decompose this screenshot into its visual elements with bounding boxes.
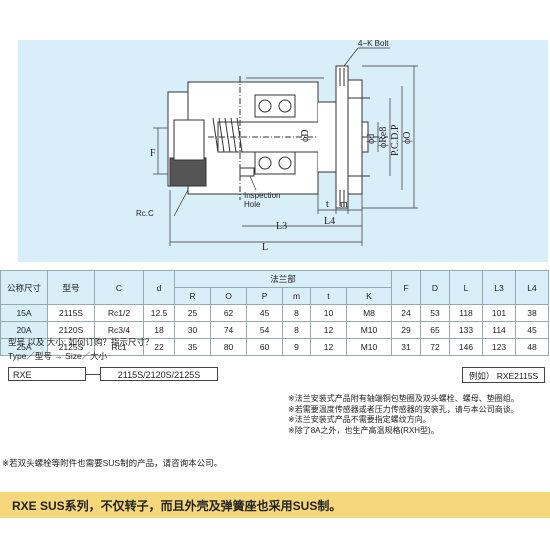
header-flange: 法兰部	[174, 270, 392, 288]
cell-size: 15A	[0, 304, 48, 322]
cell-o: 62	[210, 304, 248, 322]
cell-model: 2125S	[47, 338, 95, 356]
re-label: ϕRe8	[378, 127, 389, 148]
cell-m: 9	[282, 338, 311, 356]
table-row: 25A 2125S Rc1 22 35 80 60 9 12 M10 31 72…	[0, 338, 549, 356]
cell-r: 25	[173, 304, 212, 322]
header-o: O	[210, 287, 248, 305]
header-F: F	[391, 270, 421, 305]
note-item: ※除了8A之外，也生产高温规格(RXH型)。	[288, 425, 439, 435]
header-r: R	[173, 287, 212, 305]
example-box: 例如） RXE2115S	[462, 367, 545, 383]
m-label: m	[340, 199, 348, 210]
l-label: L	[262, 242, 268, 253]
model-code-diagram: RXE 2115S/2120S/2125S	[8, 365, 308, 385]
cell-F: 24	[391, 304, 421, 322]
note-item: ※若需要温度传感器或者压力传感器的安装孔，请与本公司商谈。	[288, 404, 519, 414]
order-format: Type／型号 → Size／大小	[8, 351, 108, 361]
rc-label: Rc.C	[136, 209, 154, 218]
note-item: ※法兰安装式产品附有轴端铜包垫圈及双头螺栓、螺母、垫圈组。	[288, 394, 519, 403]
o-label: ϕO	[402, 132, 413, 145]
table-row: 15A 2115S Rc1/2 12.5 25 62 45 8 10 M8 24…	[0, 304, 549, 322]
cell-c: Rc1/2	[94, 304, 144, 322]
hole-label: Hole	[244, 200, 261, 209]
cell-o: 80	[210, 338, 248, 356]
cell-L3: 101	[482, 304, 516, 322]
drawing-panel: 4−K Bolt F Rc.C Inspection Hole t m L4 L…	[18, 40, 548, 262]
cell-F: 31	[391, 338, 421, 356]
cell-L4: 48	[515, 338, 549, 356]
cell-t: 10	[309, 304, 348, 322]
inspection-label: Inspection	[244, 191, 280, 200]
banner-text: RXE SUS系列，不仅转子，而且外壳及弹簧座也采用SUS制。	[12, 499, 342, 513]
bolt-label: 4−K Bolt	[358, 40, 389, 48]
sus-bolt-note: ※若双头螺栓等附件也需要SUS制的产品，请咨询本公司。	[2, 458, 223, 468]
f-label: F	[150, 148, 156, 159]
cell-D: 72	[420, 338, 450, 356]
header-k: K	[346, 287, 392, 305]
cell-L: 118	[449, 304, 483, 322]
header-c: C	[94, 270, 144, 305]
order-question: 型号 以及 大小: 如何订购？指示尺寸？	[8, 337, 154, 347]
header-model: 型号	[47, 270, 95, 305]
cell-L3: 123	[482, 338, 516, 356]
note-item: ※法兰安装式产品不需要指定螺纹方向。	[288, 415, 431, 424]
header-L: L	[449, 270, 483, 305]
cell-r: 35	[173, 338, 212, 356]
cell-m: 8	[282, 304, 311, 322]
header-d: d	[143, 270, 175, 305]
cell-t: 12	[309, 321, 348, 339]
d-bore-label: ϕD	[300, 130, 311, 143]
cell-size: 20A	[0, 321, 48, 339]
t-label: t	[326, 199, 329, 210]
header-t: t	[309, 287, 348, 305]
spec-table: 公称尺寸 型号 C d 法兰部 F D L L3 L4 R O P m t K …	[0, 270, 549, 356]
cell-L: 146	[449, 338, 483, 356]
connector-line	[86, 374, 100, 375]
cell-d: 12.5	[143, 304, 175, 322]
order-instructions: 型号 以及 大小: 如何订购？指示尺寸？ Type／型号 → Size／大小	[8, 336, 153, 362]
cell-D: 65	[420, 321, 450, 339]
header-p: P	[246, 287, 284, 305]
cell-p: 45	[246, 304, 284, 322]
technical-drawing: 4−K Bolt F Rc.C Inspection Hole t m L4 L…	[136, 40, 418, 253]
table-header-row: 公称尺寸 型号 C d 法兰部 F D L L3 L4	[0, 270, 549, 305]
cell-p: 60	[246, 338, 284, 356]
cell-L3: 114	[482, 321, 516, 339]
cell-k: M10	[346, 338, 392, 356]
notes-list: ※法兰安装式产品附有轴端铜包垫圈及双头螺栓、螺母、垫圈组。 ※若需要温度传感器或…	[288, 394, 548, 436]
cell-F: 29	[391, 321, 421, 339]
cell-c: Rc1	[94, 338, 144, 356]
sus-series-banner: RXE SUS系列，不仅转子，而且外壳及弹簧座也采用SUS制。	[0, 492, 550, 518]
cell-o: 74	[210, 321, 248, 339]
cell-r: 30	[173, 321, 212, 339]
pcd-label: P.C.D.P	[390, 124, 401, 156]
table-subheader-row: R O P m t K	[1, 287, 549, 305]
cell-k: M8	[346, 304, 392, 322]
header-D: D	[420, 270, 450, 305]
cell-m: 8	[282, 321, 311, 339]
series-code-box: RXE	[8, 367, 86, 381]
cell-k: M10	[346, 321, 392, 339]
header-m: m	[282, 287, 311, 305]
l3-label: L3	[276, 221, 287, 232]
d-small-label: ϕd	[366, 134, 377, 144]
header-L3: L3	[482, 270, 516, 305]
cell-size: 25A	[0, 338, 48, 356]
dimension-lines	[153, 47, 418, 246]
cell-D: 53	[420, 304, 450, 322]
model-size-box: 2115S/2120S/2125S	[100, 367, 218, 381]
cell-L4: 45	[515, 321, 549, 339]
cell-L: 133	[449, 321, 483, 339]
cell-L4: 38	[515, 304, 549, 322]
cell-p: 54	[246, 321, 284, 339]
header-L4: L4	[515, 270, 549, 305]
header-size: 公称尺寸	[0, 270, 48, 305]
housing	[167, 65, 388, 209]
cell-model: 2115S	[47, 304, 95, 322]
l4-label: L4	[324, 216, 335, 227]
cell-t: 12	[309, 338, 348, 356]
cell-c: Rc3/4	[94, 321, 144, 339]
